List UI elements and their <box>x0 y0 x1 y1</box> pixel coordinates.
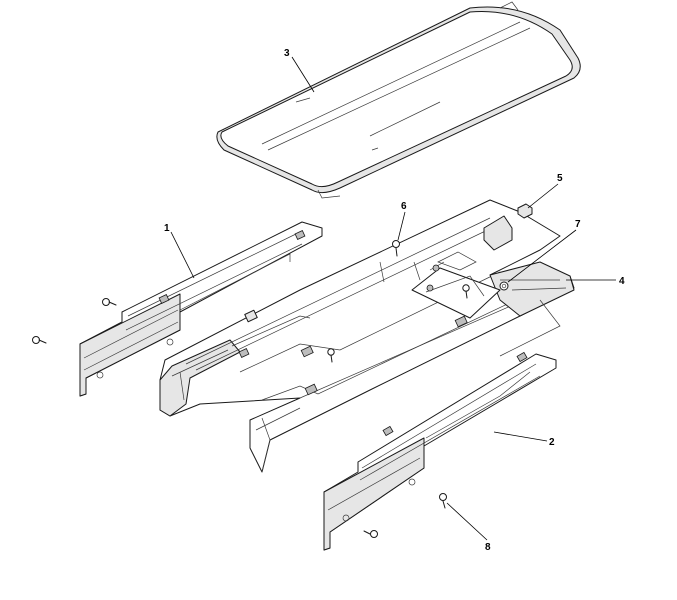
callout-6: 6 <box>401 201 407 212</box>
part-7-nut <box>499 281 509 291</box>
part-3-lid <box>216 1 581 199</box>
leader-lines <box>170 56 616 541</box>
screw-8-upper <box>439 493 447 509</box>
leader-2 <box>493 431 548 442</box>
leader-5 <box>527 183 559 209</box>
callout-2: 2 <box>549 437 555 448</box>
screw-left-upper <box>102 298 117 306</box>
callout-3: 3 <box>284 48 290 59</box>
callout-5: 5 <box>557 173 563 184</box>
screw-frame-center <box>327 348 335 363</box>
leader-8 <box>446 502 488 541</box>
callout-1: 1 <box>164 223 170 234</box>
main-base-frame <box>159 199 575 473</box>
part-1-left-rail <box>79 221 323 397</box>
leader-1 <box>170 231 195 279</box>
callout-4: 4 <box>619 276 625 287</box>
loose-clip <box>244 309 258 323</box>
callout-8: 8 <box>485 542 491 553</box>
screw-6 <box>392 240 400 257</box>
screw-bracket <box>462 284 470 299</box>
screw-left-lower <box>32 336 47 344</box>
leader-6 <box>397 211 406 241</box>
callout-7: 7 <box>575 219 581 230</box>
callout-labels: 1 2 3 4 5 6 7 8 <box>164 48 625 553</box>
leader-7 <box>507 229 577 283</box>
screw-8-lower <box>363 530 378 538</box>
part-2-right-rail <box>323 351 557 551</box>
leader-3 <box>291 56 315 93</box>
